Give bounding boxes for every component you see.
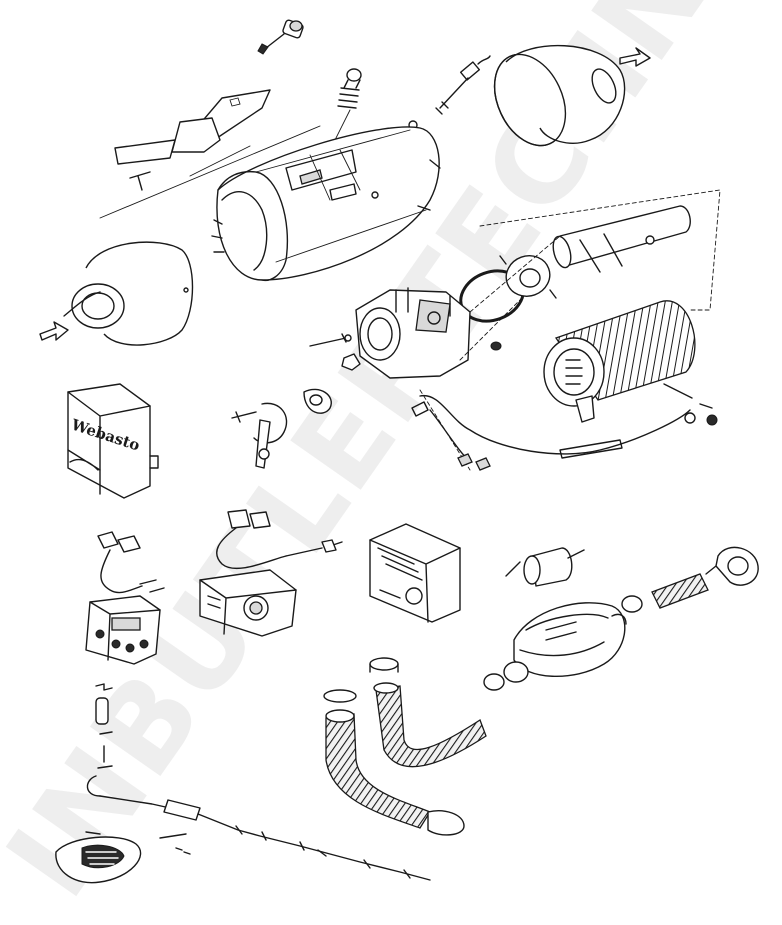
exhaust-hose-end-piece — [55, 836, 142, 884]
combustion-air-hose — [369, 657, 487, 768]
controller-harness — [216, 509, 343, 569]
fuel-metering-pump — [505, 547, 585, 587]
heater-casing — [211, 126, 441, 282]
glow-plug — [408, 55, 491, 130]
air-inlet-hood — [39, 241, 194, 346]
exhaust-end-cap — [427, 810, 465, 836]
air-outlet-arrow-icon — [619, 47, 651, 67]
fuel-filter — [163, 799, 201, 821]
wiring-harness — [411, 395, 691, 471]
exhaust-clamp — [705, 546, 759, 586]
gasket-clip — [303, 388, 332, 414]
control-unit: Webasto — [67, 383, 159, 499]
flame-sensor — [231, 402, 288, 469]
air-inlet-arrow-icon — [39, 321, 69, 341]
fuel-line — [79, 683, 431, 881]
burner-flange — [499, 255, 557, 299]
burner-tube — [479, 189, 721, 311]
gasket — [490, 341, 502, 351]
burner-head-housing — [309, 287, 471, 379]
digital-timer — [85, 595, 161, 665]
heat-exchanger-cover-plate — [99, 89, 321, 219]
exhaust-hose — [323, 689, 465, 836]
timer-harness — [97, 531, 165, 594]
rotary-controller — [199, 569, 297, 637]
flexible-exhaust-hose — [621, 573, 709, 613]
temperature-sensor — [257, 19, 304, 55]
control-panel-box — [369, 523, 461, 623]
air-outlet-hood — [493, 44, 651, 147]
exhaust-silencer — [483, 602, 627, 691]
blower-motor — [543, 300, 718, 426]
